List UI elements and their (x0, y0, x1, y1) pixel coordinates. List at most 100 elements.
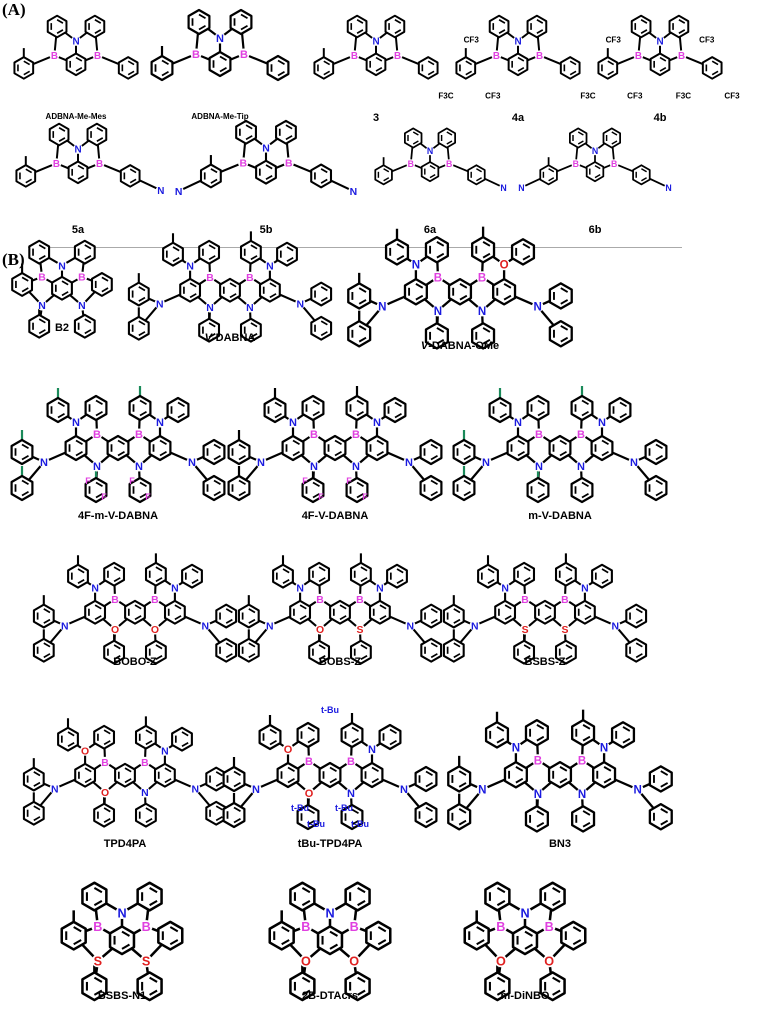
bond-group (32, 553, 238, 665)
double-bond (430, 443, 438, 450)
double-bond (430, 607, 438, 613)
double-bond (517, 450, 525, 457)
atom-background (610, 620, 621, 631)
double-bond (149, 976, 158, 983)
double-bond (635, 652, 643, 658)
double-bond (581, 410, 589, 417)
atom-label-o: O (151, 625, 159, 636)
double-bond (334, 439, 342, 446)
double-bond (96, 136, 104, 142)
double-bond (581, 399, 589, 406)
compound-name-label: V-DABNA-OMe (420, 340, 500, 352)
aromatic-ring (215, 637, 238, 663)
double-bond (129, 167, 137, 173)
aromatic-ring (258, 723, 282, 751)
double-bond (476, 168, 482, 173)
aromatic-ring (539, 970, 566, 1002)
double-bond (312, 399, 320, 406)
bond-group (442, 553, 648, 665)
atom-background (159, 745, 171, 756)
atom-background (432, 305, 444, 317)
double-bond (274, 412, 282, 419)
atom-label-b: B (240, 49, 248, 61)
double-bond (101, 287, 109, 293)
atom-background (532, 754, 544, 767)
aromatic-ring (10, 474, 34, 502)
aromatic-ring (144, 561, 167, 587)
double-bond (159, 439, 167, 446)
double-bond (103, 807, 111, 813)
double-bond (292, 439, 300, 446)
double-bond (177, 401, 185, 408)
double-bond (233, 770, 241, 777)
double-bond (463, 454, 471, 461)
atom-background (512, 416, 524, 428)
atom-background (303, 755, 315, 767)
double-bond (145, 817, 153, 823)
double-bond (155, 654, 163, 660)
double-bond (21, 490, 29, 497)
double-bond (476, 925, 485, 932)
double-bond (358, 325, 367, 331)
double-bond (172, 246, 180, 252)
atom-label-s: S (561, 625, 568, 636)
double-bond (523, 566, 531, 572)
atom-label-b: B (239, 158, 247, 169)
double-bond (552, 989, 561, 996)
double-bond (320, 296, 328, 302)
aromatic-ring (134, 802, 157, 828)
substituent-label: t-Bu (321, 705, 339, 715)
aromatic-ring (108, 924, 136, 956)
atom-background (214, 32, 226, 44)
double-bond (43, 652, 51, 658)
atom-background (425, 146, 435, 156)
substituent-label: t-Bu (307, 819, 325, 829)
double-bond (94, 28, 102, 34)
atom-background (579, 582, 591, 593)
aromatic-ring (202, 474, 226, 502)
aromatic-ring (420, 637, 443, 663)
atom-background (190, 48, 202, 60)
aromatic-ring (554, 561, 577, 587)
double-bond (572, 925, 582, 932)
aromatic-ring (548, 320, 573, 348)
double-bond (238, 454, 246, 461)
atom-label-n: N (478, 785, 486, 797)
bond-group (447, 709, 673, 833)
aromatic-ring (383, 396, 407, 424)
double-bond (446, 140, 453, 145)
double-bond (318, 566, 326, 572)
double-bond (453, 607, 461, 613)
double-bond (360, 576, 368, 582)
atom-label-n: N (192, 784, 200, 795)
atom-background (676, 49, 687, 60)
aromatic-ring (345, 394, 369, 422)
double-bond (537, 492, 545, 499)
atom-background (405, 620, 416, 631)
aromatic-ring (127, 315, 150, 341)
aromatic-ring (90, 271, 113, 297)
atom-background (139, 756, 151, 767)
double-bond (299, 604, 307, 610)
double-bond (181, 731, 189, 737)
double-bond (537, 399, 545, 406)
double-bond (660, 808, 669, 814)
atom-background (534, 49, 545, 60)
double-bond (523, 644, 531, 650)
double-bond (281, 925, 290, 932)
atom-background (510, 741, 522, 754)
aromatic-ring (608, 396, 632, 424)
atom-label-n: N (156, 299, 164, 310)
double-bond (565, 644, 573, 650)
double-bond (174, 614, 182, 620)
double-bond (459, 295, 468, 301)
atom-label-n: N (581, 583, 589, 594)
double-bond (655, 443, 663, 450)
atom-label-b: B (151, 595, 159, 606)
aromatic-ring (22, 766, 45, 792)
double-bond (33, 815, 41, 821)
double-bond (229, 292, 237, 298)
double-bond (198, 13, 206, 20)
